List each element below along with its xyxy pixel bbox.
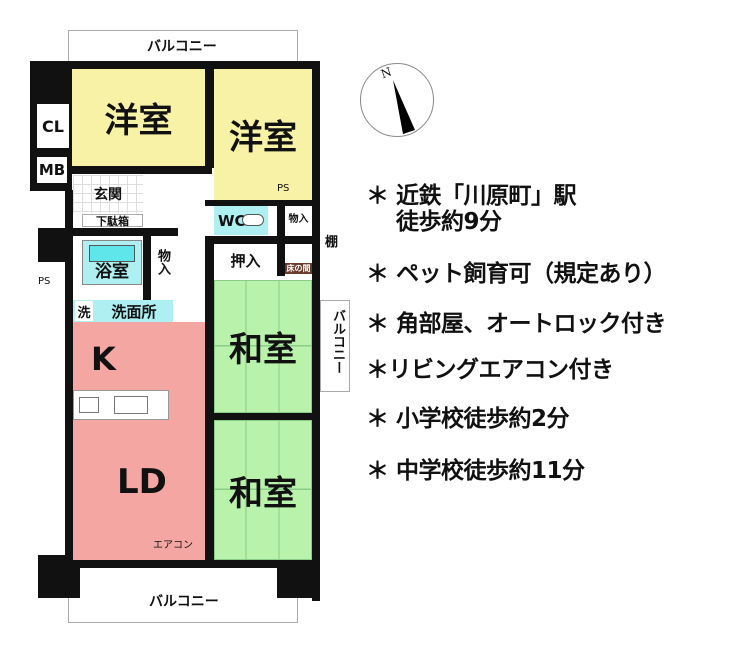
bathroom-label: 浴室	[95, 262, 129, 282]
wall	[205, 236, 214, 566]
toilet-icon	[242, 214, 264, 226]
feature-item: ＊リビングエアコン付き	[366, 357, 614, 383]
feature-item: ＊ 近鉄「川原町」駅	[366, 183, 577, 209]
western-room-1-label: 洋室	[104, 101, 173, 141]
feature-item: ＊ 角部屋、オートロック付き	[366, 311, 667, 337]
feature-item: ＊ ペット飼育可（規定あり）	[366, 261, 667, 287]
storage-1: 物入	[152, 237, 173, 287]
washer-label: 洗	[75, 301, 93, 321]
compass: N	[360, 63, 434, 137]
wc: WC	[214, 206, 268, 235]
aircon-label: エアコン	[153, 540, 193, 551]
japanese-room-2-label: 和室	[229, 473, 297, 514]
wall	[312, 61, 320, 601]
washroom-label: 洗面所	[111, 302, 157, 321]
balcony-right-label: バルコニー	[330, 309, 345, 374]
sink-icon	[114, 396, 148, 414]
wall	[205, 68, 214, 168]
entrance: 玄関	[73, 175, 143, 213]
shelf-label: 棚	[325, 235, 339, 250]
storage-1-label: 物入	[155, 249, 170, 275]
balcony-top-label: バルコニー	[147, 39, 217, 55]
shoe-box: 下駄箱	[82, 214, 143, 228]
japanese-room-2: 和室	[214, 420, 312, 560]
tokonoma: 床の間	[285, 263, 312, 274]
feature-item-line2: 徒歩約9分	[396, 209, 502, 235]
shoe-box-label: 下駄箱	[96, 214, 129, 228]
balcony-right: バルコニー	[320, 300, 350, 392]
balcony-bottom: バルコニー	[68, 565, 298, 623]
closet: CL	[37, 104, 69, 148]
bathroom: 浴室	[82, 240, 142, 285]
feature-item: ＊ 小学校徒歩約2分	[366, 406, 570, 432]
tokonoma-label: 床の間	[286, 264, 311, 273]
wall	[38, 228, 178, 236]
washroom: 洗面所 洗	[73, 300, 173, 322]
western-room-1: 洋室	[72, 69, 205, 166]
closet-label: CL	[42, 116, 64, 136]
wall	[38, 228, 72, 262]
meter-box: MB	[37, 157, 67, 183]
japanese-room-1-label: 和室	[229, 330, 297, 370]
wall	[214, 413, 314, 420]
wall	[30, 61, 320, 69]
storage-2-label: 物入	[288, 213, 309, 225]
feature-item: ＊ 中学校徒歩約11分	[366, 458, 585, 484]
wall	[277, 206, 285, 276]
wall	[65, 560, 320, 568]
balcony-bottom-label: バルコニー	[149, 594, 219, 610]
compass-needle-icon	[393, 80, 415, 134]
wall	[65, 190, 73, 570]
ps-label: PS	[38, 276, 51, 287]
kitchen-label: K	[91, 340, 116, 378]
wc-label: WC	[218, 211, 246, 230]
bathtub	[89, 245, 135, 262]
living-dining-label: LD	[117, 462, 167, 502]
oshiire: 押入	[214, 245, 277, 276]
wall	[72, 166, 212, 174]
western-room-2: 洋室	[214, 69, 312, 200]
western-room-2-label: 洋室	[229, 118, 297, 158]
kitchen-counter	[73, 390, 169, 420]
living-dining-kitchen: K LD エアコン	[73, 322, 205, 560]
wall	[277, 555, 318, 598]
wall	[205, 236, 315, 244]
meter-box-label: MB	[38, 161, 66, 179]
ps-label: PS	[277, 183, 290, 194]
japanese-room-1: 和室	[214, 280, 312, 413]
storage-2: 物入	[285, 206, 312, 228]
wall	[143, 236, 151, 306]
balcony-top: バルコニー	[68, 30, 298, 66]
wall	[205, 200, 315, 206]
entrance-label: 玄関	[94, 187, 122, 203]
stove-icon	[79, 397, 99, 413]
oshiire-label: 押入	[230, 252, 261, 270]
wall	[38, 555, 80, 598]
